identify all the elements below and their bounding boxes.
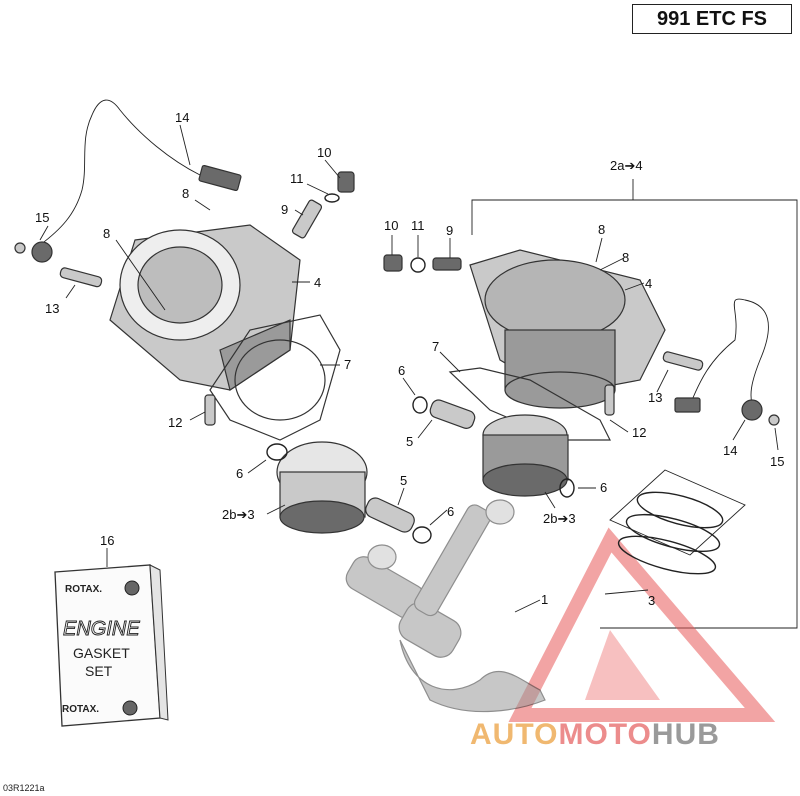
watermark-part1: AUTO [470, 718, 559, 751]
callout-14-right: 14 [723, 443, 737, 458]
callout-10-left: 10 [317, 145, 331, 160]
callout-8-d: 8 [622, 250, 629, 265]
callout-15-right: 15 [770, 454, 784, 469]
gasket-set-title-line2: GASKET [73, 645, 130, 661]
callout-1: 1 [541, 592, 548, 607]
screws-right [604, 351, 704, 416]
callout-6-b: 6 [447, 504, 454, 519]
callout-7-left: 7 [344, 357, 351, 372]
callout-11-right: 11 [411, 218, 425, 233]
callout-13-left: 13 [45, 301, 59, 316]
callout-4-left: 4 [314, 275, 321, 290]
screw-12-left [204, 394, 216, 426]
plug-sleeve-left [291, 171, 355, 239]
piston-pin-right [412, 396, 476, 429]
screw-left [59, 267, 103, 288]
callout-12-left: 12 [168, 415, 182, 430]
callout-15-left: 15 [35, 210, 49, 225]
gasket-set-title-line3: SET [85, 663, 113, 679]
document-reference: 03R1221a [3, 783, 45, 793]
sensor-right [674, 298, 780, 426]
gasket-set-card: ROTAX. ENGINE GASKET SET ROTAX. [54, 564, 169, 727]
piston-pin-left [365, 497, 432, 544]
callout-6-c: 6 [398, 363, 405, 378]
piston-right [482, 414, 575, 498]
crankshaft [345, 499, 546, 713]
piston-rings [609, 469, 746, 575]
watermark-part3: HUB [651, 718, 720, 751]
leader-lines [39, 124, 779, 613]
callout-12-right: 12 [632, 425, 646, 440]
watermark-part2: MOTO [558, 718, 652, 751]
callout-13-right: 13 [648, 390, 662, 405]
rotax-logo-icon [122, 700, 138, 716]
callout-2a4: 2a➔4 [610, 158, 643, 173]
model-badge: 991 ETC FS [632, 4, 792, 34]
gasket-left [209, 314, 341, 441]
callout-3: 3 [648, 593, 655, 608]
cylinder-block-left [109, 224, 301, 391]
piston-left [266, 441, 368, 534]
watermark-logo: AUTOMOTOHUB [470, 718, 720, 752]
gasket-set-brand-bottom: ROTAX. [62, 704, 99, 715]
callout-7-right: 7 [432, 339, 439, 354]
callout-16: 16 [100, 533, 114, 548]
callout-5-left: 5 [400, 473, 407, 488]
callout-8-c: 8 [598, 222, 605, 237]
plug-sleeve-right [383, 254, 462, 273]
callout-9-right: 9 [446, 223, 453, 238]
callout-4-right: 4 [645, 276, 652, 291]
callout-8-a: 8 [182, 186, 189, 201]
gasket-set-title-line1: ENGINE [63, 618, 140, 640]
callout-6-a: 6 [236, 466, 243, 481]
callout-9-left: 9 [281, 202, 288, 217]
callout-14-left: 14 [175, 110, 189, 125]
assembly-bracket [471, 179, 798, 629]
watermark-triangle [508, 527, 776, 722]
callout-6-d: 6 [600, 480, 607, 495]
callout-labels: 14 15 8 8 10 11 9 4 13 7 12 6 2b➔3 5 6 1… [35, 110, 784, 608]
callout-5-mid: 5 [406, 434, 413, 449]
callout-8-b: 8 [103, 226, 110, 241]
gasket-right [448, 367, 611, 441]
gasket-set-brand-top: ROTAX. [65, 584, 102, 595]
callout-2b3-left: 2b➔3 [222, 507, 255, 522]
callout-10-right: 10 [384, 218, 398, 233]
sensor-left [14, 99, 242, 263]
rotax-logo-icon [124, 580, 140, 596]
callout-11-left: 11 [290, 171, 304, 186]
cylinder-block-right [469, 249, 666, 409]
callout-2b3-right: 2b➔3 [543, 511, 576, 526]
